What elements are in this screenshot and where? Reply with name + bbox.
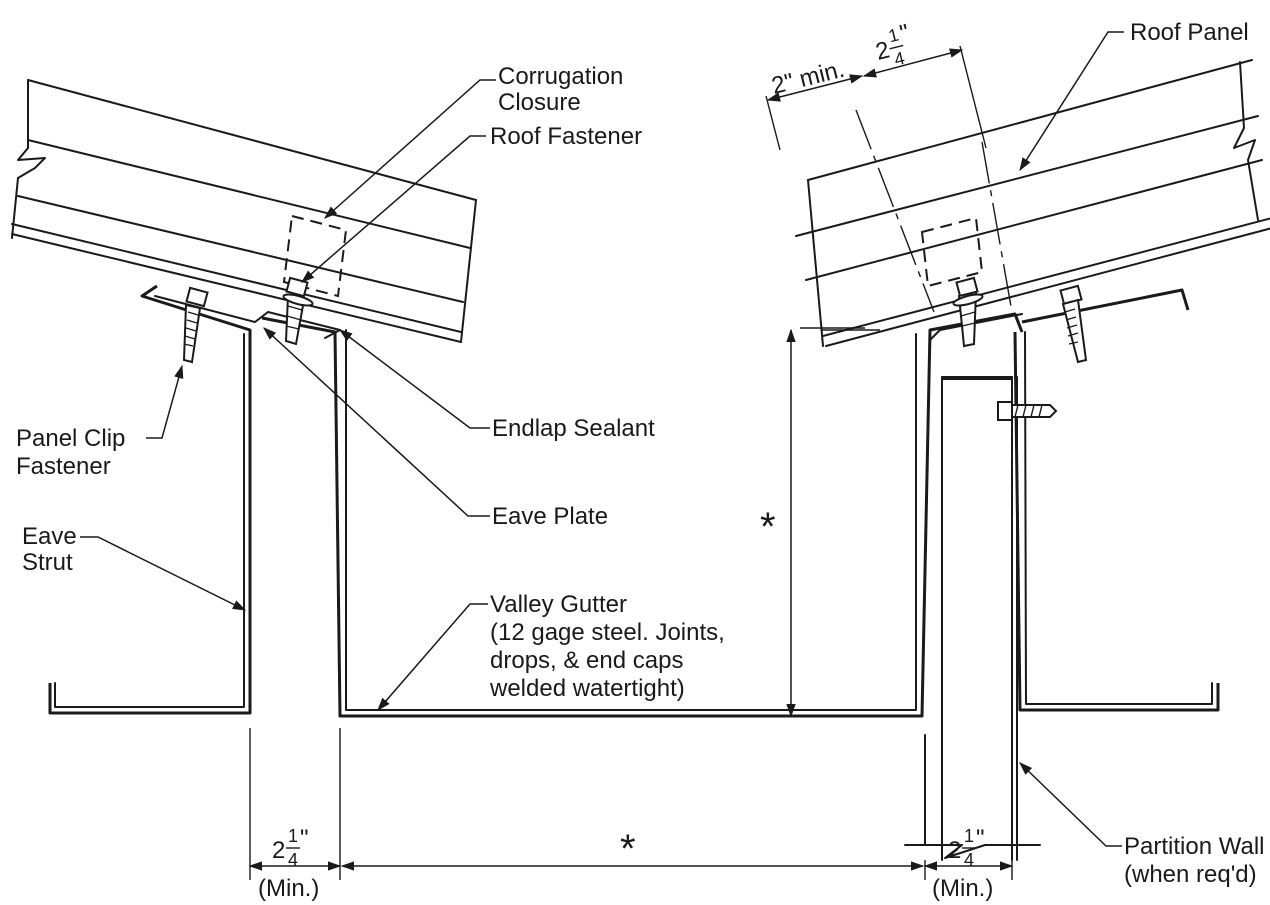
top-fraction-num: 1 [886, 25, 901, 47]
leader-lines [80, 31, 1124, 847]
top-fraction-den: 4 [892, 48, 907, 70]
partition-wall-label-line2: (when req'd) [1124, 861, 1257, 888]
panel-clip-fastener-left [182, 286, 209, 364]
bl-fraction-num: 1 [288, 826, 298, 846]
dimension-lines [248, 45, 1014, 880]
br-fraction-den: 4 [964, 850, 974, 870]
top-fraction: 2 1 4 " [873, 19, 912, 70]
two-inch-min-label: 2" min. [769, 56, 847, 100]
vertical-variable-marker: * [760, 505, 776, 549]
bl-fraction-inch: " [300, 825, 309, 852]
bl-fraction-whole: 2 [272, 837, 285, 864]
br-fraction-num: 1 [964, 826, 974, 846]
dimension-labels: 2" min. 2 1 4 " 2 1 4 " (Min.) 2 1 4 " (… [258, 19, 993, 902]
bottom-left-fraction: 2 1 4 " [272, 825, 309, 870]
panel-clip-fastener-label-line2: Fastener [16, 453, 111, 480]
horizontal-variable-marker: * [620, 827, 636, 871]
eave-strut-label: Eave [22, 523, 77, 550]
panel-clip-fastener-label: Panel Clip [16, 425, 125, 452]
left-roof-panel [11, 79, 477, 343]
panel-clip-fastener-right [1059, 284, 1088, 364]
eave-plate-label: Eave Plate [492, 503, 608, 530]
partition-wall-fastener [997, 401, 1058, 421]
endlap-sealant-label: Endlap Sealant [492, 415, 655, 442]
br-fraction-inch: " [976, 825, 985, 852]
corrugation-closure-label-line2: Closure [498, 89, 581, 116]
br-fraction-whole: 2 [948, 837, 961, 864]
bl-fraction-den: 4 [288, 850, 298, 870]
bottom-right-fraction: 2 1 4 " [948, 825, 985, 870]
right-roof-panel [795, 59, 1270, 347]
valley-gutter-label-line2: (12 gage steel. Joints, [490, 619, 725, 646]
valley-gutter-body [48, 284, 1220, 861]
bottom-right-min-label: (Min.) [932, 875, 993, 902]
roof-panel-label: Roof Panel [1130, 19, 1249, 46]
roof-fastener-right [952, 276, 984, 348]
partition-wall-label: Partition Wall [1124, 833, 1264, 860]
roof-fastener-label: Roof Fastener [490, 123, 642, 150]
valley-gutter-label-line3: drops, & end caps [490, 647, 683, 674]
bottom-left-min-label: (Min.) [258, 875, 319, 902]
callout-labels: Corrugation Closure Roof Fastener Roof P… [16, 19, 1264, 888]
valley-gutter-label: Valley Gutter [490, 591, 627, 618]
eave-strut-label-line2: Strut [22, 549, 73, 576]
top-fraction-whole: 2 [873, 36, 892, 65]
valley-gutter-label-line4: welded watertight) [489, 675, 685, 702]
corrugation-closure-label: Corrugation [498, 63, 623, 90]
